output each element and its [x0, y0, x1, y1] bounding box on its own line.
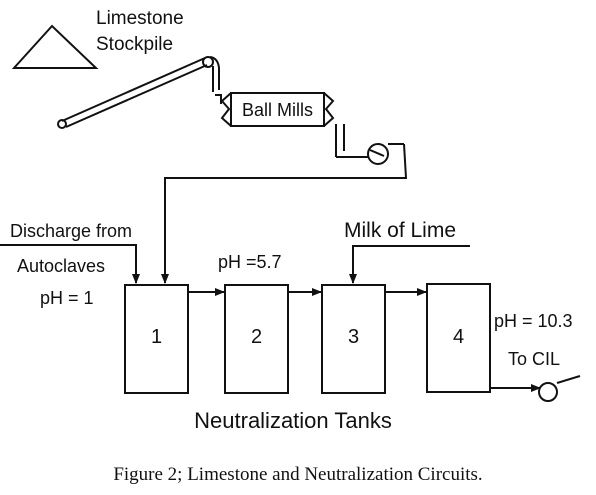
- discharge-label-line1: Discharge from: [10, 221, 132, 241]
- tank-1-label: 1: [151, 326, 162, 348]
- discharge-label-line2: Autoclaves: [17, 256, 105, 276]
- limestone-stockpile-icon: [11, 24, 99, 69]
- ball-mill: [220, 92, 335, 127]
- pump-icon: [367, 143, 404, 165]
- autoclave-discharge-line: [0, 244, 140, 284]
- milk-of-lime-label: Milk of Lime: [344, 219, 456, 242]
- ph-outlet-label: pH = 10.3: [494, 311, 573, 331]
- tank-2-label: 2: [251, 326, 262, 348]
- tank-4-label: 4: [453, 326, 464, 348]
- conveyor-belt: [57, 56, 222, 129]
- mill-slurry-line: [161, 143, 408, 284]
- milk-of-lime-line: [349, 245, 470, 284]
- tank-1: [124, 284, 189, 394]
- to-cil-label: To CIL: [508, 349, 560, 369]
- ball-mills-label: Ball Mills: [242, 100, 313, 120]
- tank-4: [426, 283, 491, 393]
- figure-caption: Figure 2; Limestone and Neutralization C…: [113, 464, 482, 485]
- stockpile-label-line1: Limestone: [96, 8, 184, 29]
- mill-discharge-chute: [335, 124, 368, 158]
- ph-inlet-label: pH = 1: [40, 288, 94, 308]
- outlet-pump-icon: [538, 375, 581, 402]
- tanks-title: Neutralization Tanks: [194, 408, 392, 433]
- tank-3-label: 3: [348, 326, 359, 348]
- stockpile-label-line2: Stockpile: [96, 34, 173, 55]
- tank-2: [224, 284, 289, 394]
- tank-3: [321, 284, 386, 394]
- ph-tank2-label: pH =5.7: [218, 252, 282, 272]
